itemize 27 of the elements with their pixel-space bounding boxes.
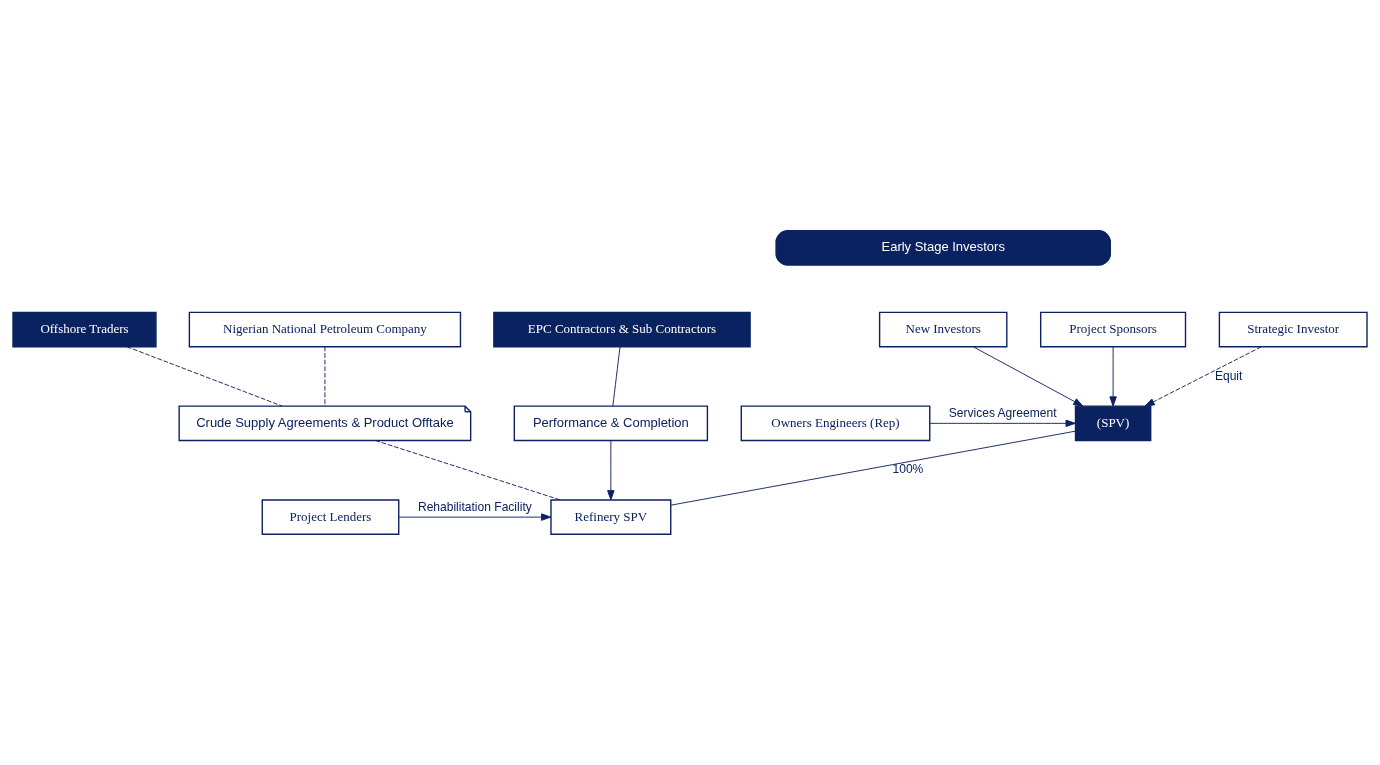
arrow <box>1144 346 1262 407</box>
node-box: Early Stage Investors <box>775 230 1111 266</box>
node-box: Owners Engineers (Rep) <box>740 405 931 442</box>
node-box: Strategic Investor <box>1218 311 1368 348</box>
connector <box>126 346 283 407</box>
arrow <box>607 440 615 501</box>
edge-label: 100% <box>892 462 924 477</box>
node-box: New Investors <box>878 311 1008 348</box>
node-box: EPC Contractors & Sub Contractors <box>493 311 751 348</box>
node-box: Offshore Traders <box>12 311 157 348</box>
edge-label: Services Agreement <box>948 406 1057 421</box>
node-box: Performance & Completion <box>513 405 709 442</box>
connector <box>375 440 561 501</box>
node-box: Project Sponsors <box>1040 311 1187 348</box>
arrow <box>973 346 1084 407</box>
arrow <box>398 513 552 521</box>
connector <box>670 430 1076 506</box>
node-box: Nigerian National Petroleum Company <box>188 311 462 348</box>
arrow <box>1109 346 1117 407</box>
arrow <box>929 419 1076 428</box>
connector <box>324 346 326 407</box>
connector <box>612 346 621 407</box>
edge-label: Rehabilitation Facility <box>417 499 532 514</box>
node-box: Refinery SPV <box>550 499 672 535</box>
edge-label: Equit <box>1214 368 1243 383</box>
node-box: (SPV) <box>1074 405 1152 442</box>
node-box: Project Lenders <box>261 499 400 535</box>
